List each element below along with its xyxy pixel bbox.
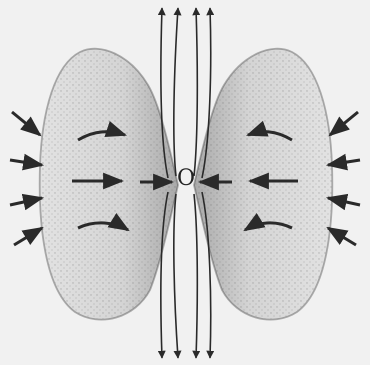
field-line-bottom-2 xyxy=(174,194,178,358)
left-inflow-arrows xyxy=(10,112,42,245)
right-inflow-arrow-4 xyxy=(328,228,356,245)
left-inflow-arrow-1 xyxy=(12,112,40,135)
x-point-label: O xyxy=(176,166,196,192)
field-line-top-3 xyxy=(194,8,197,176)
right-plasma-lobe xyxy=(194,49,332,320)
left-plasma-lobe xyxy=(40,49,178,320)
field-line-top-2 xyxy=(174,8,178,176)
left-inflow-arrow-3 xyxy=(10,198,42,205)
left-inflow-arrow-4 xyxy=(14,228,42,245)
field-line-bottom-3 xyxy=(194,194,197,358)
right-inflow-arrow-1 xyxy=(330,112,358,135)
left-inflow-arrow-2 xyxy=(10,160,42,165)
